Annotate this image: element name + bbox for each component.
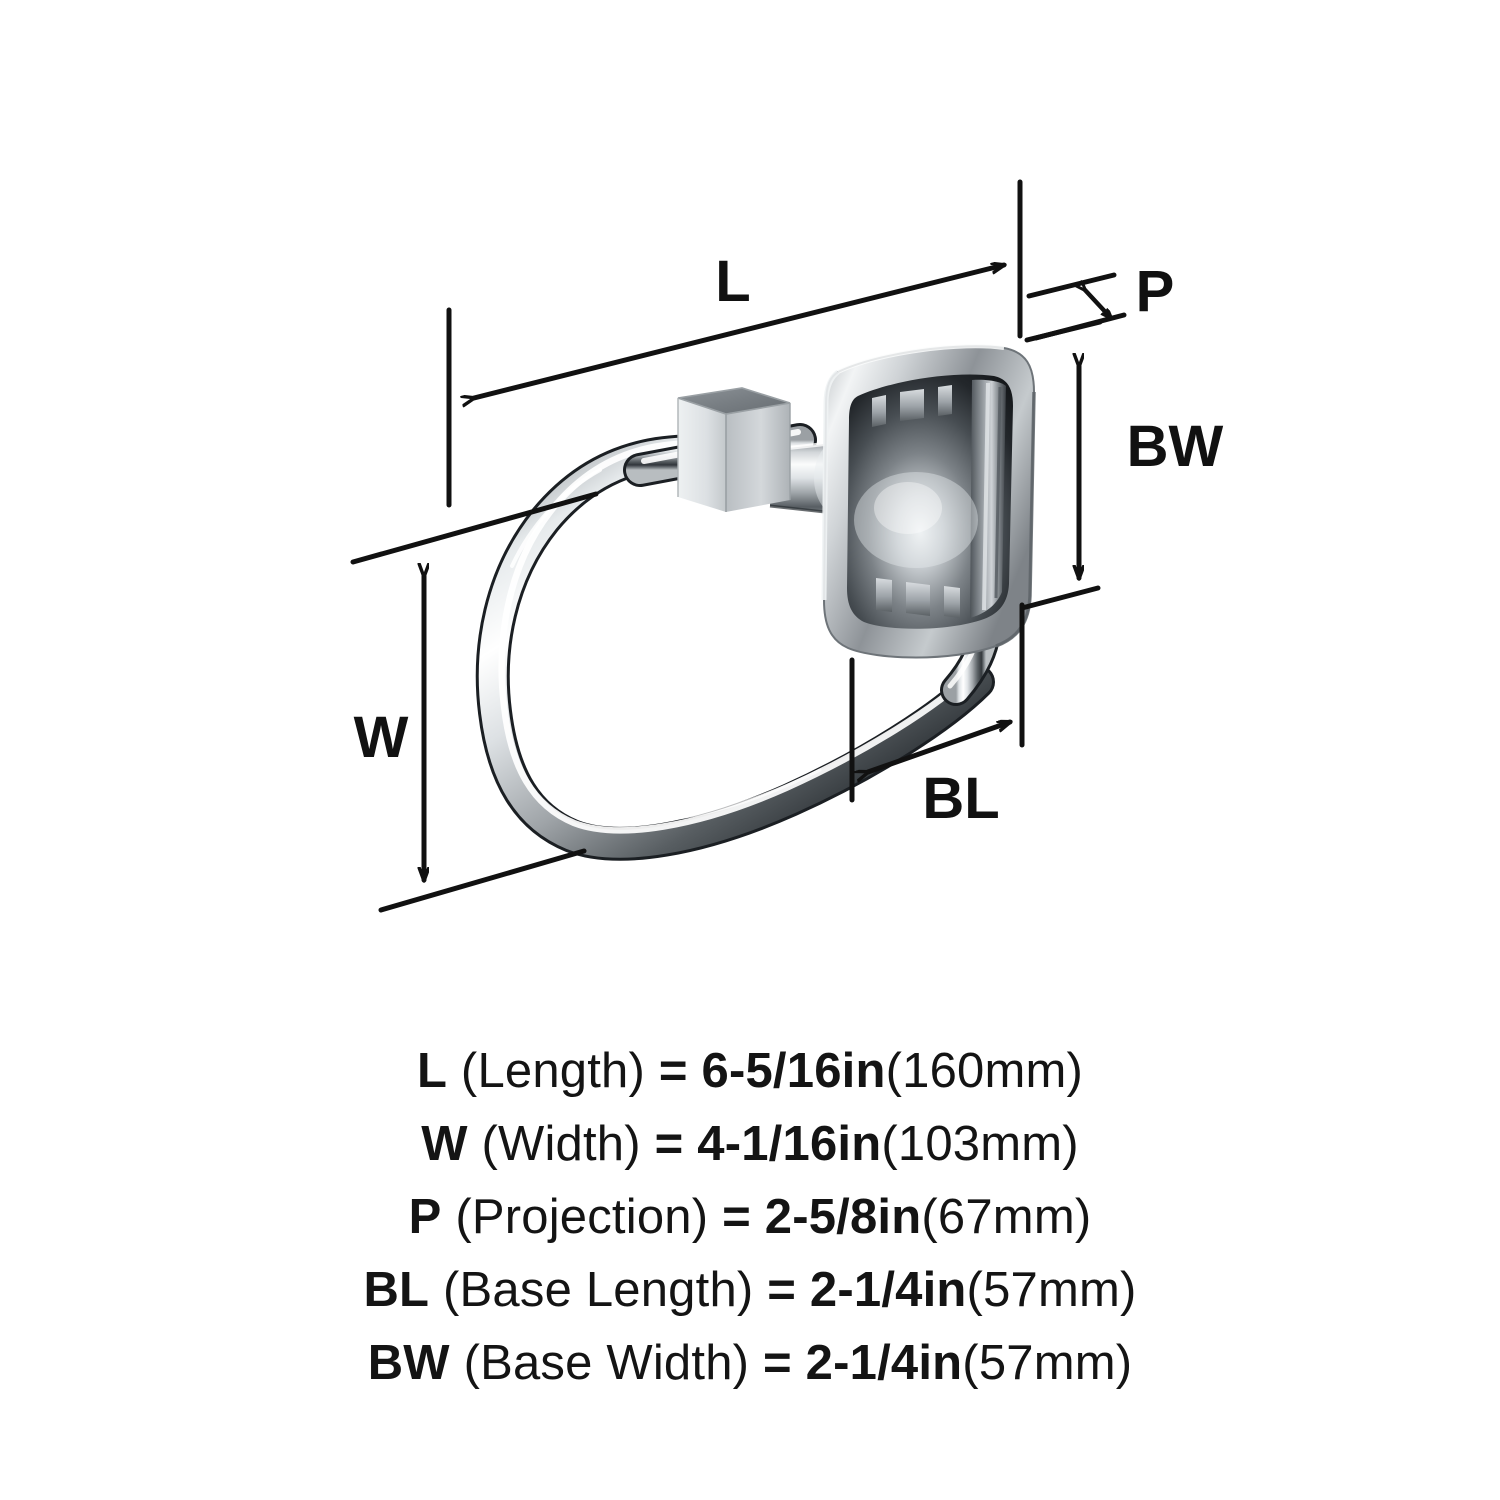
spec-symbol: BL [363,1263,430,1317]
spec-value-metric: (57mm) [962,1336,1133,1390]
diagram-area: L W P BL BW [350,179,1224,913]
spec-row-length: L (Length) = 6-5/16in(160mm) [0,1035,1500,1108]
bw-extension-top [1024,319,1103,343]
square-post [677,387,791,512]
label-length: L [715,249,750,314]
spec-name: (Width) [481,1117,641,1171]
bl-dimension-arrow [868,719,1010,772]
label-base-length: BL [922,766,999,831]
p-guide-upper [1026,272,1117,299]
spec-row-projection: P (Projection) = 2-5/8in(67mm) [0,1181,1500,1254]
product-illustration [475,344,1036,861]
spec-equals: = [763,1336,792,1390]
spec-symbol: W [421,1117,468,1171]
l-dimension-arrow [474,265,1004,398]
spec-name: (Projection) [455,1190,709,1244]
spec-equals: = [767,1263,797,1317]
spec-value-imperial: 4-1/16in [697,1117,882,1171]
specification-list: L (Length) = 6-5/16in(160mm) W (Width) =… [0,1035,1500,1400]
label-projection: P [1136,259,1175,324]
spec-name: (Base Length) [443,1263,754,1317]
spec-value-metric: (67mm) [921,1190,1092,1244]
back-plate [821,344,1036,659]
spec-value-metric: (160mm) [885,1044,1084,1098]
spec-value-imperial: 2-1/4in [805,1336,963,1390]
spec-equals: = [658,1044,688,1098]
p-dimension-arrow [1085,290,1114,318]
dimension-drawing: L W P BL BW [350,179,1224,913]
w-extension-top [350,491,599,565]
spec-row-width: W (Width) = 4-1/16in(103mm) [0,1108,1500,1181]
spec-equals: = [654,1117,684,1171]
spec-symbol: BW [367,1336,450,1390]
dimension-lines [350,179,1127,913]
towel-ring-loop [475,434,995,861]
spec-value-metric: (57mm) [966,1263,1137,1317]
w-extension-bottom [378,848,587,913]
spec-name: (Base Width) [463,1336,750,1390]
bw-extension-bottom [1019,585,1101,611]
spec-value-imperial: 2-1/4in [809,1263,967,1317]
spec-row-base-width: BW (Base Width) = 2-1/4in(57mm) [0,1327,1500,1400]
spec-row-base-length: BL (Base Length) = 2-1/4in(57mm) [0,1254,1500,1327]
spec-value-metric: (103mm) [881,1117,1079,1171]
spec-symbol: L [416,1044,448,1098]
label-base-width: BW [1127,414,1224,479]
spec-equals: = [722,1190,751,1244]
spec-symbol: P [408,1190,442,1244]
spec-value-imperial: 6-5/16in [701,1044,886,1098]
spec-value-imperial: 2-5/8in [764,1190,922,1244]
dimension-labels: L W P BL BW [354,249,1224,831]
spec-name: (Length) [460,1044,646,1098]
label-width: W [354,705,409,770]
